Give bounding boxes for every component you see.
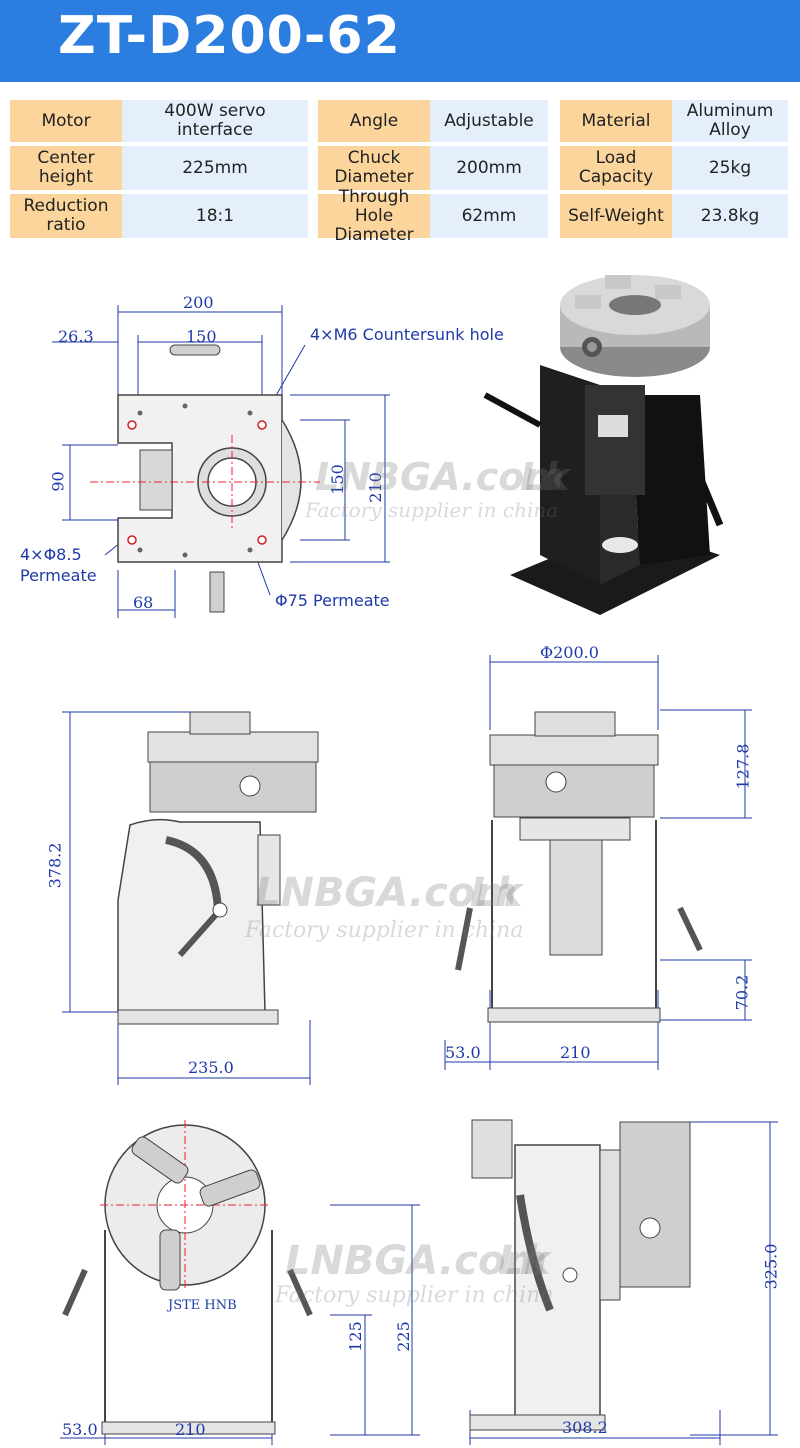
- spec-label-self-weight: Self-Weight: [560, 194, 672, 238]
- dim-front-height: 378.2: [45, 842, 65, 889]
- spec-value-motor: 400W servo interface: [122, 100, 308, 142]
- spec-value-reduction-ratio: 18:1: [122, 194, 308, 238]
- spec-value-load-capacity: 25kg: [672, 146, 788, 190]
- dim-rear-h-inner: 125: [345, 1321, 365, 1352]
- dim-bolt-spacing: 150: [186, 327, 217, 346]
- dim-side-width: 210: [560, 1043, 591, 1062]
- spec-label-motor: Motor: [10, 100, 122, 142]
- spec-value-self-weight: 23.8kg: [672, 194, 788, 238]
- spec-label-angle: Angle: [318, 100, 430, 142]
- dim-bottom: 68: [133, 593, 154, 612]
- dim-side-chuck-dia: Φ200.0: [540, 643, 599, 662]
- note-holes: 4×Φ8.5: [20, 545, 82, 564]
- spec-label-reduction-ratio: Reduction ratio: [10, 194, 122, 238]
- dim-overall-width: 200: [183, 293, 214, 312]
- dim-height-left: 90: [48, 471, 68, 492]
- dim-rear-h-center: 225: [393, 1321, 413, 1352]
- dim-side-offset: 53.0: [445, 1043, 481, 1062]
- watermark-sub-2: Factory supplier in china: [245, 918, 524, 943]
- watermark-mark-3: Lk: [498, 1238, 551, 1284]
- spec-label-material: Material: [560, 100, 672, 142]
- top-view-drawing: [52, 305, 390, 618]
- spec-value-angle: Adjustable: [430, 100, 548, 142]
- dim-side-chuck-h: 127.8: [733, 743, 753, 790]
- product-title: ZT-D200-62: [58, 6, 401, 66]
- front-view-drawing: [62, 711, 319, 1085]
- spec-label-chuck-diameter: Chuck Diameter: [318, 146, 430, 190]
- spec-label-center-height: Center height: [10, 146, 122, 190]
- side-view-drawing: [444, 655, 752, 1070]
- nameplate: JSTE HNB: [168, 1298, 237, 1313]
- product-photo: [483, 275, 724, 615]
- note-permeate: Permeate: [20, 566, 97, 585]
- dim-side-base-h: 70.2: [732, 974, 752, 1011]
- dim-right-length: 308.2: [562, 1418, 608, 1437]
- spec-value-material: Aluminum Alloy: [672, 100, 788, 142]
- right-view-drawing: [469, 1119, 778, 1445]
- watermark-main-3: LNBGA.com: [285, 1238, 548, 1284]
- watermark-main-1: LNBGA.com: [315, 455, 564, 499]
- spec-value-chuck-diameter: 200mm: [430, 146, 548, 190]
- dim-offset: 26.3: [58, 327, 94, 346]
- title-banner: ZT-D200-62: [0, 0, 800, 82]
- spec-label-load-capacity: Load Capacity: [560, 146, 672, 190]
- note-bore: Φ75 Permeate: [275, 591, 390, 610]
- dim-rear-offset: 53.0: [62, 1420, 98, 1439]
- spec-label-through-hole: Through Hole Diameter: [318, 187, 430, 244]
- dim-rear-width: 210: [175, 1420, 206, 1439]
- watermark-sub-3: Factory supplier in china: [275, 1283, 554, 1308]
- spec-value-center-height: 225mm: [122, 146, 308, 190]
- dim-front-width: 235.0: [188, 1058, 234, 1077]
- watermark-mark-2: Lk: [470, 870, 523, 916]
- note-countersunk: 4×M6 Countersunk hole: [310, 325, 504, 344]
- dim-right-height: 325.0: [761, 1243, 781, 1290]
- watermark-main-2: LNBGA.com: [255, 870, 518, 916]
- watermark-mark-1: Lk: [520, 455, 570, 499]
- spec-value-through-hole: 62mm: [430, 194, 548, 238]
- rear-view-drawing: [60, 1120, 420, 1445]
- watermark-sub-1: Factory supplier in china: [305, 498, 559, 522]
